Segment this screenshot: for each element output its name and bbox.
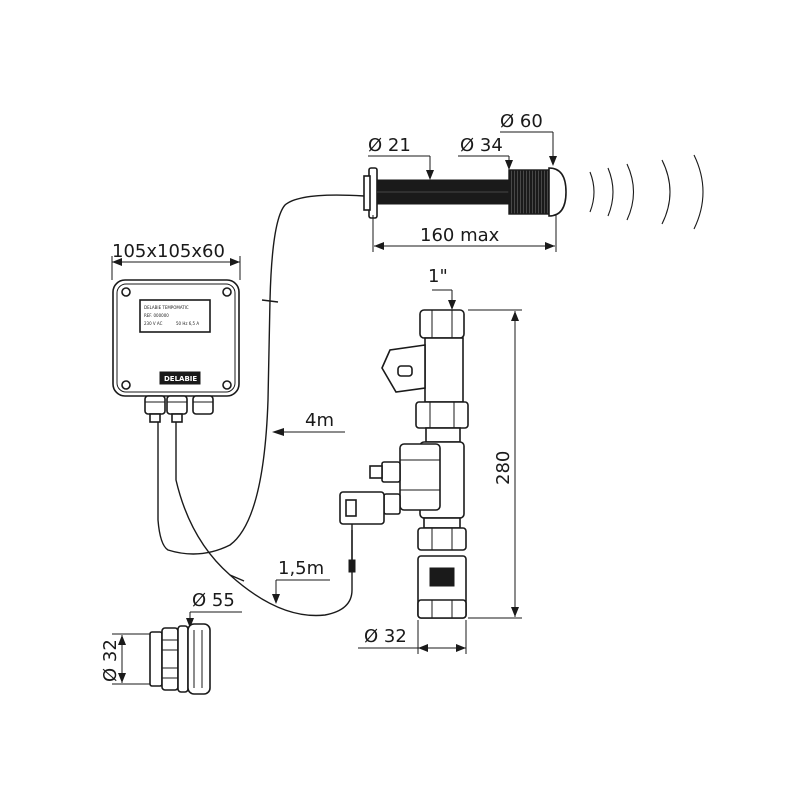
cables: 4m 1,5m bbox=[157, 194, 365, 617]
label-sensor-d21: Ø 21 bbox=[368, 135, 411, 156]
inlet-nut bbox=[419, 309, 465, 339]
label-box-size: 105x105x60 bbox=[112, 241, 225, 262]
label-cable-4m: 4m bbox=[305, 410, 334, 431]
box-print-line3: 230 V AC bbox=[144, 321, 163, 326]
label-valve-d32: Ø 32 bbox=[364, 626, 407, 647]
detection-waves bbox=[589, 154, 704, 230]
label-sensor-length: 160 max bbox=[420, 225, 500, 246]
filter-body bbox=[424, 337, 464, 403]
sensor-unit: 160 max Ø 21 Ø 34 Ø 60 bbox=[363, 111, 567, 252]
box-brand-bar bbox=[159, 371, 201, 385]
label-plug-d32: Ø 32 bbox=[100, 639, 121, 682]
box-print-line2: REF. 000000 bbox=[144, 313, 169, 318]
union-nut-lower bbox=[417, 527, 467, 551]
label-valve-height: 280 bbox=[493, 451, 514, 485]
label-sensor-d34: Ø 34 bbox=[460, 135, 503, 156]
cable-1-5m bbox=[175, 420, 353, 617]
plug-rear bbox=[149, 631, 163, 687]
label-cable-1-5m: 1,5m bbox=[278, 558, 324, 579]
label-valve-inlet: 1" bbox=[428, 266, 448, 287]
solenoid-block bbox=[399, 443, 441, 511]
sensor-nut bbox=[363, 175, 371, 211]
solenoid-valve-assembly: 1" bbox=[339, 266, 522, 654]
box-label-plate bbox=[139, 299, 211, 333]
box-brand: DELABIE bbox=[164, 375, 197, 383]
union-nut-upper bbox=[415, 401, 469, 429]
sensor-knurled-head bbox=[508, 169, 550, 215]
label-sensor-d60: Ø 60 bbox=[500, 111, 543, 132]
flush-plug: Ø 55 Ø 32 bbox=[100, 590, 242, 695]
plug-front bbox=[187, 623, 211, 695]
cable-4m bbox=[157, 194, 365, 555]
electronic-box: 105x105x60 DELABIE TEMPOMATIC REF. 00000… bbox=[111, 241, 241, 423]
box-print-line1: DELABIE TEMPOMATIC bbox=[144, 305, 189, 310]
box-print-line4: 50 Hz 6,5 A bbox=[176, 321, 199, 326]
label-plug-d55: Ø 55 bbox=[192, 590, 235, 611]
sensor-lens bbox=[548, 167, 567, 217]
cable-glands bbox=[144, 395, 214, 423]
